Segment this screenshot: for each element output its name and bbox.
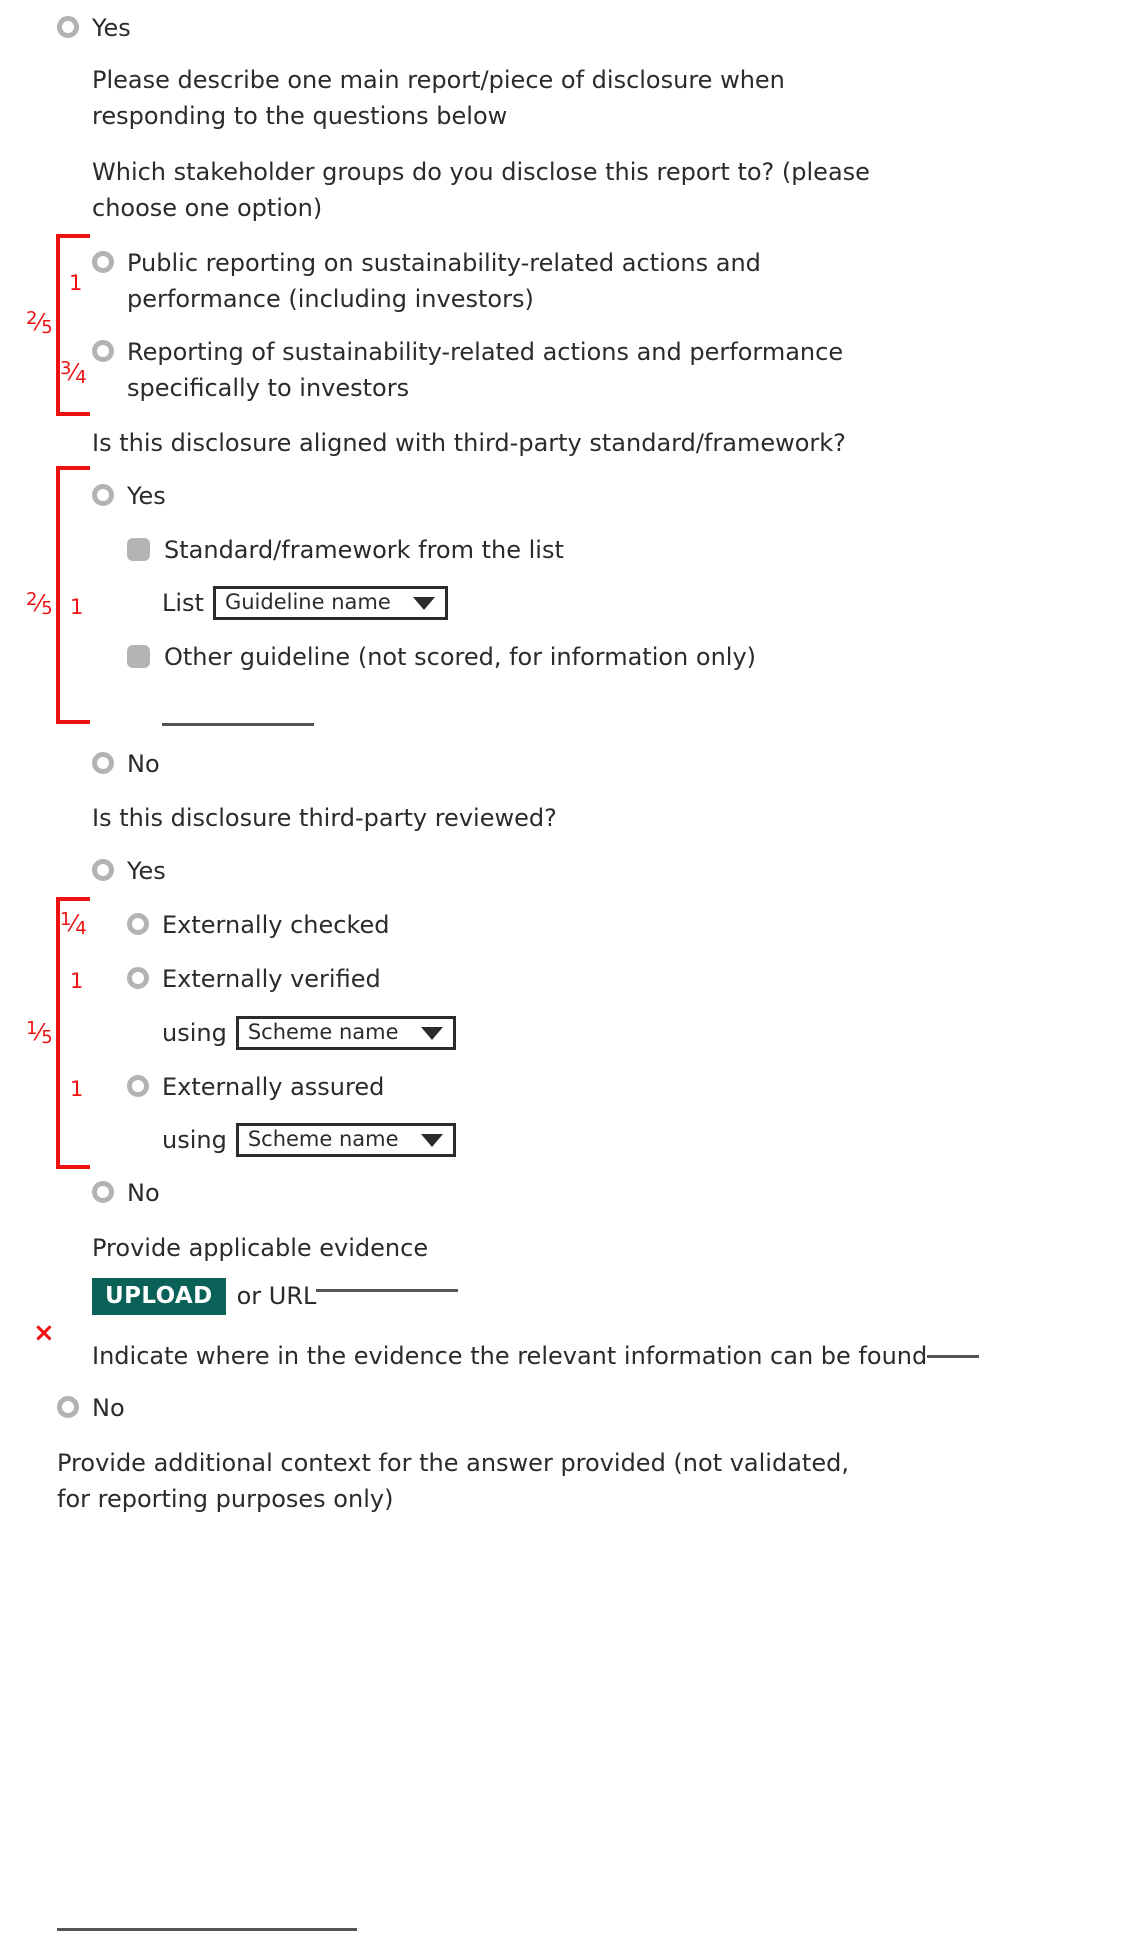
review-no-label: No [127, 1179, 160, 1207]
instruction-text: Please describe one main report/piece of… [92, 66, 785, 131]
evidence-location-label: Indicate where in the evidence the relev… [92, 1342, 928, 1370]
review-option-externally-verified-label: Externally verified [162, 965, 381, 993]
review-yes[interactable]: Yes [0, 853, 166, 889]
checkbox-icon[interactable] [127, 538, 150, 561]
alignment-question: Is this disclosure aligned with third-pa… [92, 429, 846, 457]
evidence-location-input[interactable] [927, 1355, 980, 1358]
stakeholder-option-investors[interactable]: Reporting of sustainability-related acti… [0, 334, 930, 407]
assured-scheme-prefix: using [162, 1126, 227, 1154]
alignment-no-label: No [127, 750, 160, 778]
other-guideline-label: Other guideline (not scored, for informa… [164, 643, 757, 671]
stakeholder-option-investors-label: Reporting of sustainability-related acti… [127, 338, 844, 403]
additional-context-text: Provide additional context for the answe… [57, 1449, 849, 1514]
review-option-externally-checked-label: Externally checked [162, 911, 390, 939]
stakeholder-option-public[interactable]: Public reporting on sustainability-relat… [0, 245, 920, 318]
radio-icon[interactable] [57, 16, 79, 38]
chevron-down-icon[interactable] [420, 1133, 443, 1147]
alignment-yes[interactable]: Yes [0, 478, 166, 514]
list-field: List Guideline name [0, 585, 448, 621]
radio-icon[interactable] [57, 1396, 79, 1418]
other-guideline-blank-input[interactable] [162, 723, 314, 726]
verified-scheme-prefix: using [162, 1019, 227, 1047]
assured-scheme-select[interactable]: Scheme name [235, 1123, 456, 1158]
radio-icon[interactable] [127, 967, 149, 989]
chevron-down-icon[interactable] [412, 596, 435, 610]
assured-scheme-field: using Scheme name [0, 1122, 456, 1158]
review-question: Is this disclosure third-party reviewed? [92, 804, 557, 832]
verified-scheme-field: using Scheme name [0, 1015, 456, 1051]
final-no[interactable]: No [0, 1390, 125, 1426]
radio-icon[interactable] [92, 251, 114, 273]
radio-icon[interactable] [92, 484, 114, 506]
review-no[interactable]: No [0, 1175, 160, 1211]
evidence-location-row: Indicate where in the evidence the relev… [0, 1338, 980, 1374]
verified-scheme-select[interactable]: Scheme name [235, 1016, 456, 1051]
url-input[interactable] [316, 1289, 459, 1293]
evidence-prompt: Provide applicable evidence [92, 1234, 429, 1262]
radio-icon[interactable] [92, 752, 114, 774]
review-option-externally-assured-label: Externally assured [162, 1073, 385, 1101]
assured-scheme-value: Scheme name [247, 1127, 399, 1152]
additional-context-blank-row [0, 1905, 357, 1941]
review-yes-label: Yes [127, 857, 166, 885]
other-guideline-blank-row [0, 700, 314, 736]
evidence-upload-row: UPLOAD or URL [0, 1278, 459, 1316]
radio-icon[interactable] [92, 859, 114, 881]
review-option-externally-verified[interactable]: Externally verified [0, 961, 381, 997]
option-top-yes-label: Yes [92, 14, 131, 42]
chevron-down-icon[interactable] [420, 1026, 443, 1040]
checkbox-icon[interactable] [127, 645, 150, 668]
radio-icon[interactable] [127, 1075, 149, 1097]
list-field-prefix: List [162, 589, 204, 617]
review-option-externally-checked[interactable]: Externally checked [0, 907, 389, 943]
other-guideline-checkbox[interactable]: Other guideline (not scored, for informa… [0, 639, 756, 675]
radio-icon[interactable] [127, 913, 149, 935]
radio-icon[interactable] [92, 1181, 114, 1203]
standard-framework-checkbox[interactable]: Standard/framework from the list [0, 532, 564, 568]
verified-scheme-value: Scheme name [247, 1020, 399, 1045]
guideline-name-value: Guideline name [224, 590, 391, 615]
final-no-label: No [92, 1394, 125, 1422]
upload-button[interactable]: UPLOAD [92, 1278, 226, 1316]
review-option-externally-assured[interactable]: Externally assured [0, 1069, 384, 1105]
additional-context-input[interactable] [57, 1928, 357, 1931]
alignment-no[interactable]: No [0, 746, 160, 782]
stakeholder-question: Which stakeholder groups do you disclose… [92, 158, 870, 223]
option-top-yes[interactable]: Yes [0, 10, 131, 46]
url-label: or URL [236, 1282, 317, 1311]
alignment-yes-label: Yes [127, 482, 166, 510]
stakeholder-option-public-label: Public reporting on sustainability-relat… [127, 249, 761, 314]
standard-framework-label: Standard/framework from the list [164, 536, 564, 564]
guideline-name-select[interactable]: Guideline name [212, 586, 448, 621]
radio-icon[interactable] [92, 340, 114, 362]
